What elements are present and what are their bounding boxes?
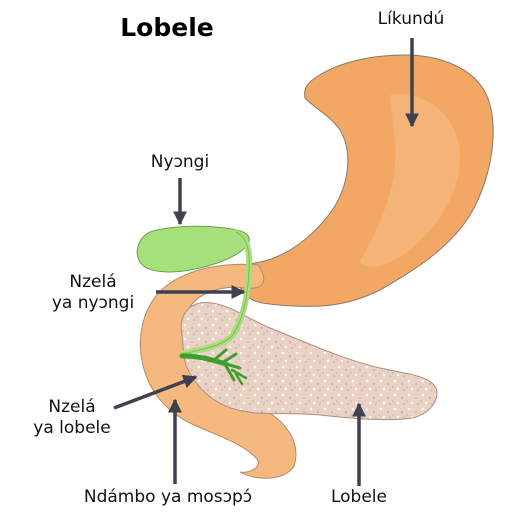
label-duodenum: Ndámbo ya mosɔpɔ́ (84, 487, 252, 507)
label-pancreatic-duct-line1: Nzelá (48, 397, 95, 417)
label-pancreas: Lobele (331, 487, 387, 507)
label-stomach: Líkundú (378, 9, 445, 29)
label-bile-duct-line2: ya nyɔngi (52, 293, 134, 313)
diagram-title: Lobele (120, 13, 213, 42)
gallbladder-shape (136, 225, 250, 273)
arrow-pancreatic-duct (113, 374, 198, 410)
pancreatic-duct (179, 348, 248, 386)
stomach-shape (237, 54, 494, 307)
label-bile-duct-line1: Nzelá (69, 272, 116, 292)
stomach-highlight (360, 94, 461, 267)
label-pancreatic-duct-line2: ya lobele (33, 418, 110, 438)
pancreas-shape (180, 302, 438, 421)
label-gallbladder: Nyɔngi (151, 152, 209, 172)
bile-duct-outline (181, 231, 250, 355)
